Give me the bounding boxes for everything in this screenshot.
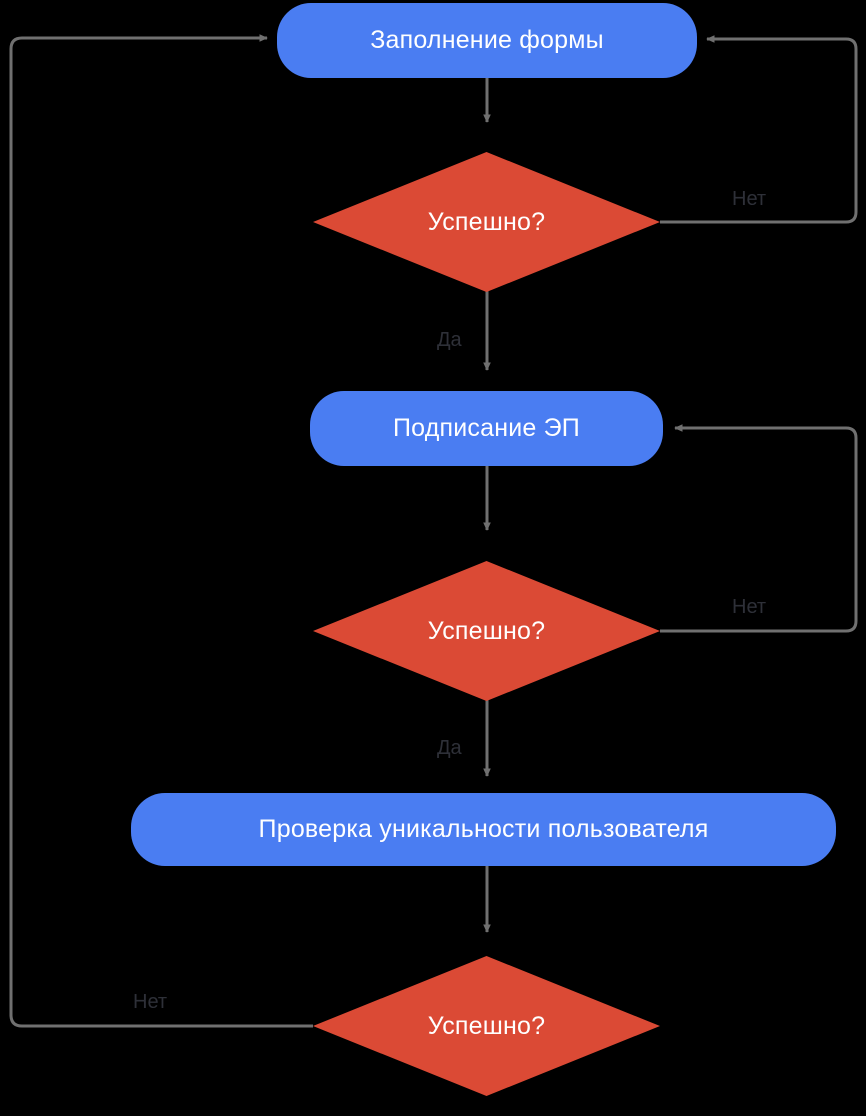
edge-label-yes-2: Да (437, 737, 462, 759)
node-decision-1[interactable]: Успешно? (313, 152, 660, 292)
node-sign-ep[interactable]: Подписание ЭП (310, 391, 663, 466)
edge-label-no-3: Нет (133, 991, 168, 1013)
node-decision-2-label: Успешно? (427, 616, 546, 645)
node-decision-2[interactable]: Успешно? (313, 561, 660, 701)
edge-decision1-no-to-fillform (660, 35, 858, 224)
edge-label-no-2: Нет (732, 596, 767, 618)
edge-decision2-no-to-signep (660, 424, 858, 633)
node-sign-ep-label: Подписание ЭП (393, 414, 580, 442)
node-fill-form[interactable]: Заполнение формы (277, 3, 697, 78)
edge-decision3-no-to-fillform (9, 34, 313, 1028)
node-check-unique[interactable]: Проверка уникальности пользователя (131, 793, 836, 866)
node-decision-1-label: Успешно? (427, 207, 546, 236)
edge-label-no-1: Нет (732, 188, 767, 210)
node-check-unique-label: Проверка уникальности пользователя (258, 815, 709, 843)
node-decision-3-label: Успешно? (427, 1011, 546, 1040)
node-decision-3[interactable]: Успешно? (313, 956, 660, 1096)
node-fill-form-label: Заполнение формы (370, 26, 604, 54)
edge-label-yes-1: Да (437, 329, 462, 351)
